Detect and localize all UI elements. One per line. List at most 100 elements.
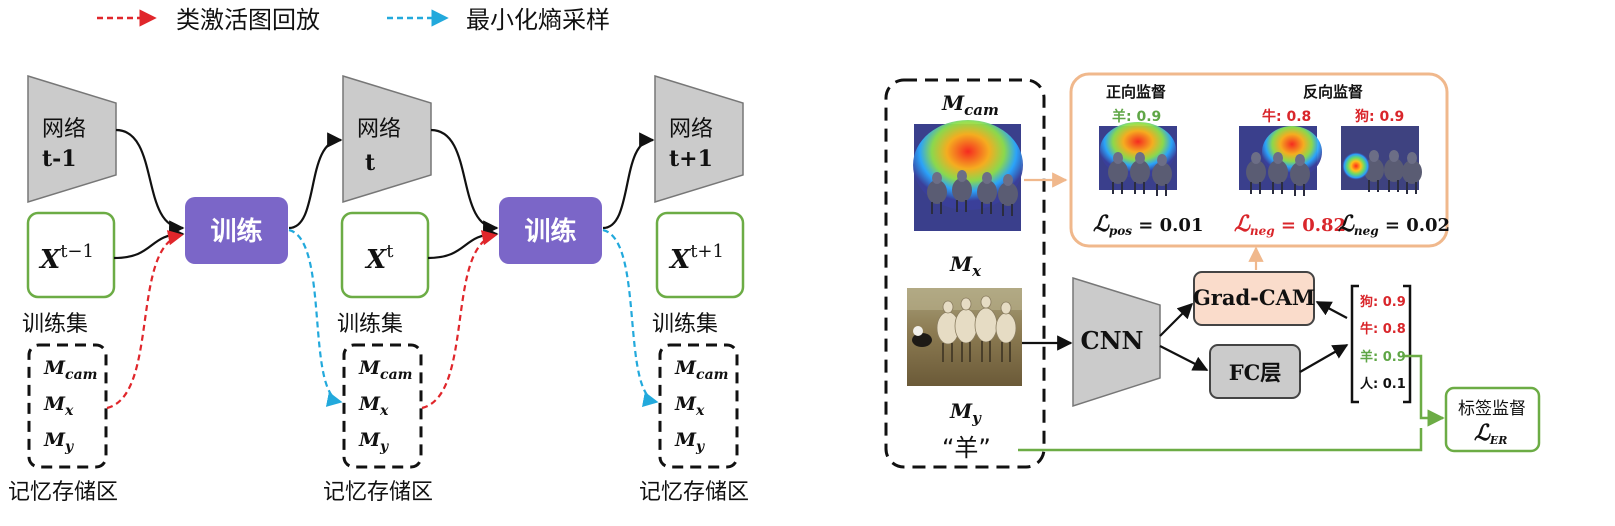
replay-arrows — [106, 230, 498, 410]
prediction-dog: 狗: 0.9 — [1360, 294, 1406, 310]
dataset-symbol: Xt — [364, 241, 394, 275]
network-index: t-1 — [42, 146, 77, 172]
dataset-t: Xt 训练集 — [337, 211, 430, 337]
memory-item-mx: Mx — [358, 393, 389, 419]
memory-caption: 记忆存储区 — [8, 480, 118, 505]
dataset-t-plus-1: Xt+1 训练集 — [652, 211, 745, 337]
network-index: t — [365, 150, 376, 176]
arrow-train-1-to-net — [288, 132, 343, 230]
train-box-2: 训练 — [499, 197, 602, 264]
dataset-symbol: Xt+1 — [668, 241, 724, 275]
cnn-shape — [1072, 276, 1161, 408]
positive-label: 羊: 0.9 — [1112, 108, 1161, 125]
memory-store-3: Mcam Mx My 记忆存储区 — [639, 343, 749, 505]
memory-store-1: Mcam Mx My 记忆存储区 — [8, 343, 118, 505]
memory-my-label: My — [949, 399, 982, 427]
cnn-label: CNN — [1081, 326, 1144, 355]
arrow-net-to-train-2 — [430, 128, 499, 236]
memory-label-text: “羊” — [942, 434, 991, 462]
legend-replay: 类激活图回放 — [97, 6, 320, 34]
memory-item-my: My — [43, 429, 74, 455]
entropy-arrow-2 — [602, 228, 659, 407]
label-supervision-box: 标签监督 ℒER — [1444, 386, 1541, 453]
entropy-arrow-1 — [288, 228, 343, 407]
arrow-data-to-train-2 — [427, 226, 499, 260]
memory-caption: 记忆存储区 — [323, 480, 433, 505]
label-supervision-loss: ℒER — [1474, 420, 1507, 447]
memory-mcam-label: Mcam — [941, 91, 999, 119]
supervision-box: 正向监督 反向监督 羊: 0.9 牛: 0.8 狗: 0.9 — [1069, 72, 1450, 248]
positive-heatmap-image — [1099, 122, 1177, 196]
sheep-photo-image — [907, 288, 1022, 386]
gradcam-label: Grad-CAM — [1193, 285, 1315, 310]
replay-arrow-2 — [421, 230, 498, 410]
loss-negative-1: ℒneg = 0.82 — [1234, 211, 1346, 238]
network-label: 网络 — [357, 117, 401, 142]
memory-item-mx: Mx — [43, 393, 74, 419]
network-label: 网络 — [42, 117, 86, 142]
arrow-predictions-to-gradcam — [1315, 301, 1348, 319]
loss-positive: ℒpos = 0.01 — [1093, 211, 1203, 238]
gradcam-box — [1193, 271, 1315, 326]
network-label: 网络 — [669, 117, 713, 142]
dataset-t-minus-1: Xt−1 训练集 — [22, 211, 116, 337]
memory-panel-box — [884, 78, 1046, 469]
prediction-person: 人: 0.1 — [1360, 376, 1406, 392]
fc-block: FC层 — [1209, 344, 1301, 399]
left-panel: 网络 t-1 网络 t 网络 t+1 训练 训练 Xt−1 训练集 — [8, 74, 749, 505]
replay-arrow-1 — [106, 230, 184, 410]
network-shape — [342, 74, 432, 204]
memory-item-my: My — [358, 429, 389, 455]
negative-label-1: 牛: 0.8 — [1262, 108, 1311, 125]
label-supervision-frame — [1444, 386, 1541, 453]
network-t-plus-1: 网络 t+1 — [654, 74, 744, 204]
arrow-train-2-to-net — [602, 132, 655, 230]
bracket-left — [1350, 284, 1359, 404]
legend-entropy: 最小化熵采样 — [387, 6, 610, 34]
arrow-cnn-to-gradcam — [1159, 302, 1194, 337]
sheep-heatmap-image — [913, 120, 1023, 231]
arrow-data-to-train-1 — [113, 226, 185, 260]
arrow-net-to-train-1 — [115, 128, 185, 236]
memory-box — [658, 343, 739, 469]
network-index: t+1 — [669, 146, 713, 172]
dataset-box — [26, 211, 116, 299]
memory-caption: 记忆存储区 — [639, 480, 749, 505]
dataset-caption: 训练集 — [652, 312, 718, 337]
legend-entropy-label: 最小化熵采样 — [466, 6, 610, 34]
prediction-cow: 牛: 0.8 — [1360, 321, 1406, 337]
label-supervision-title: 标签监督 — [1458, 399, 1526, 419]
memory-mx-label: Mx — [949, 252, 982, 280]
fc-label: FC层 — [1229, 360, 1282, 385]
legend: 类激活图回放 最小化熵采样 — [97, 6, 610, 34]
dataset-caption: 训练集 — [337, 312, 403, 337]
network-shape — [27, 74, 117, 204]
memory-item-mcam: Mcam — [674, 357, 728, 383]
green-connectors — [1018, 354, 1445, 452]
memory-item-my: My — [674, 429, 705, 455]
network-shape — [654, 74, 744, 204]
negative-heatmap-image-1 — [1239, 126, 1322, 196]
memory-item-mcam: Mcam — [43, 357, 97, 383]
right-panel: Mcam Mx — [884, 72, 1541, 469]
memory-store-2: Mcam Mx My 记忆存储区 — [323, 343, 433, 505]
negative-heatmap-image-2 — [1341, 126, 1422, 194]
memory-item-mcam: Mcam — [358, 357, 412, 383]
cnn-block: CNN — [1072, 276, 1161, 408]
arrow-sheep-score-to-label-sup — [1404, 354, 1445, 427]
train-box-shape — [499, 197, 602, 264]
dataset-box — [340, 211, 430, 299]
memory-panel: Mcam Mx — [884, 78, 1046, 469]
negative-title: 反向监督 — [1303, 83, 1363, 101]
train-label: 训练 — [210, 216, 262, 247]
memory-box — [27, 343, 108, 469]
bracket-right — [1403, 284, 1412, 404]
predictions-vector: 狗: 0.9 牛: 0.8 羊: 0.9 人: 0.1 — [1350, 284, 1412, 404]
train-label: 训练 — [524, 216, 576, 247]
dataset-box — [655, 211, 745, 299]
arrow-fc-to-predictions — [1299, 344, 1349, 373]
negative-label-2: 狗: 0.9 — [1355, 108, 1404, 125]
prediction-sheep: 羊: 0.9 — [1360, 349, 1406, 365]
train-box-1: 训练 — [185, 197, 288, 264]
